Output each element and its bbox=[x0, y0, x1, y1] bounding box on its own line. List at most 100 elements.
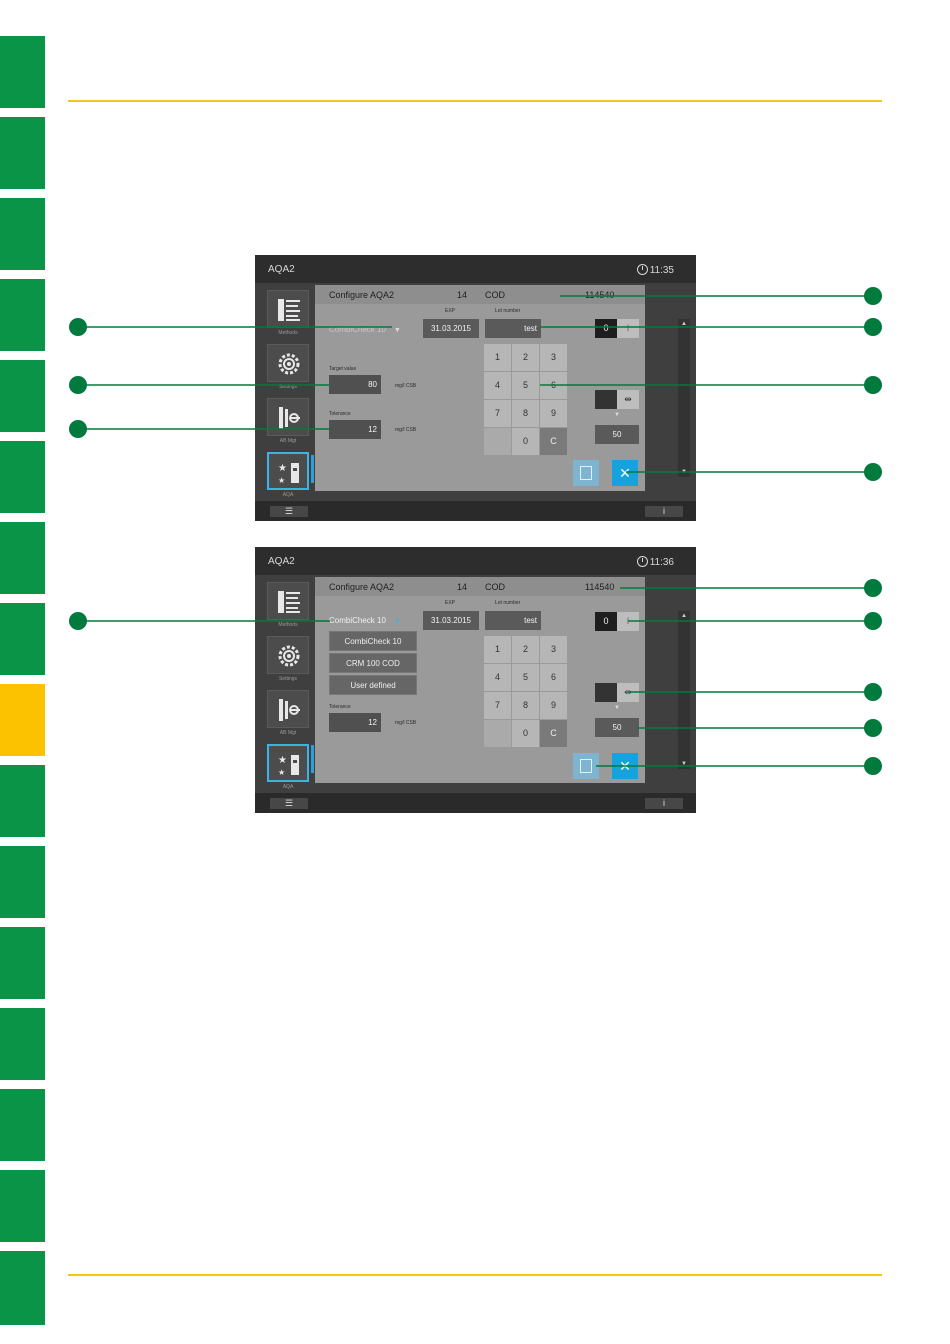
key-4[interactable]: 4 bbox=[484, 664, 511, 691]
close-icon: ✕ bbox=[619, 465, 631, 481]
mode-left[interactable] bbox=[595, 683, 617, 702]
aqa-star-icon: ★★ bbox=[278, 463, 299, 485]
exp-date-field[interactable]: 31.03.2015 bbox=[423, 319, 479, 338]
scroll-up-icon[interactable]: ▲ bbox=[681, 613, 687, 619]
key-1[interactable]: 1 bbox=[484, 636, 511, 663]
toggle-off[interactable]: 0 bbox=[595, 319, 617, 338]
sidebar-item-aqa[interactable]: ★★ bbox=[267, 452, 309, 490]
target-value-field[interactable]: 80 bbox=[329, 375, 381, 394]
key-2[interactable]: 2 bbox=[512, 344, 539, 371]
key-blank bbox=[484, 720, 511, 747]
sidebar-label-settings: Settings bbox=[278, 676, 298, 682]
key-8[interactable]: 8 bbox=[512, 692, 539, 719]
tolerance-field[interactable]: 12 bbox=[329, 713, 381, 732]
menu-button[interactable]: ☰ bbox=[270, 798, 308, 809]
dropdown-option-crm[interactable]: CRM 100 COD bbox=[329, 653, 417, 673]
callout-dot bbox=[864, 287, 882, 305]
key-6[interactable]: 6 bbox=[540, 664, 567, 691]
sidebar-scroll-indicator bbox=[311, 745, 314, 773]
interval-field[interactable]: 50 bbox=[595, 718, 639, 737]
menu-button[interactable]: ☰ bbox=[270, 506, 308, 517]
right-scrollbar[interactable]: ▲ ▼ bbox=[678, 319, 690, 477]
mode-right[interactable]: ⇹ bbox=[617, 390, 639, 409]
cancel-button[interactable]: ✕ bbox=[612, 753, 638, 779]
info-button[interactable]: i bbox=[645, 798, 683, 809]
key-3[interactable]: 3 bbox=[540, 636, 567, 663]
right-scrollbar[interactable]: ▲ ▼ bbox=[678, 611, 690, 769]
key-6[interactable]: 6 bbox=[540, 372, 567, 399]
sidebar-item-ab-management[interactable] bbox=[267, 398, 309, 436]
key-9[interactable]: 9 bbox=[540, 692, 567, 719]
key-clear[interactable]: C bbox=[540, 428, 567, 455]
scroll-up-icon[interactable]: ▲ bbox=[681, 321, 687, 327]
methods-list-icon bbox=[278, 591, 300, 613]
key-0[interactable]: 0 bbox=[512, 428, 539, 455]
sidebar-item-settings[interactable] bbox=[267, 344, 309, 382]
exp-date-field[interactable]: 31.03.2015 bbox=[423, 611, 479, 630]
method-parameter: COD bbox=[485, 582, 505, 592]
key-4[interactable]: 4 bbox=[484, 372, 511, 399]
aqa-star-icon: ★★ bbox=[278, 755, 299, 777]
numeric-keypad: 1 2 3 4 5 6 7 8 9 0 C bbox=[483, 635, 569, 747]
sidebar-scroll-indicator bbox=[311, 455, 314, 483]
key-2[interactable]: 2 bbox=[512, 636, 539, 663]
sidebar-item-settings[interactable] bbox=[267, 636, 309, 674]
toggle-on[interactable]: I bbox=[617, 612, 639, 631]
sidebar-item-aqa[interactable]: ★★ bbox=[267, 744, 309, 782]
tolerance-field[interactable]: 12 bbox=[329, 420, 381, 439]
settings-gear-icon bbox=[278, 645, 300, 667]
save-button[interactable] bbox=[573, 460, 599, 486]
scroll-down-icon[interactable]: ▼ bbox=[681, 469, 687, 475]
key-1[interactable]: 1 bbox=[484, 344, 511, 371]
sidebar: Methods Settings AB Mgt ★★ AQA bbox=[265, 579, 311, 790]
lot-number-field[interactable]: test bbox=[485, 611, 541, 630]
key-5[interactable]: 5 bbox=[512, 664, 539, 691]
key-9[interactable]: 9 bbox=[540, 400, 567, 427]
svg-text:★: ★ bbox=[278, 755, 287, 766]
dropdown-option-combicheck[interactable]: CombiCheck 10 bbox=[329, 631, 417, 651]
callout-dot bbox=[69, 318, 87, 336]
key-7[interactable]: 7 bbox=[484, 692, 511, 719]
mode-left[interactable] bbox=[595, 390, 617, 409]
method-number: 14 bbox=[457, 582, 468, 592]
mode-right[interactable]: ⇹ bbox=[617, 683, 639, 702]
callout-dot bbox=[864, 683, 882, 701]
sidebar-item-methods[interactable] bbox=[267, 582, 309, 620]
standard-select[interactable]: CombiCheck 10▼ bbox=[329, 325, 401, 334]
panel-title: Configure AQA2 bbox=[329, 582, 395, 592]
panel-header: Configure AQA2 14 COD 114540 bbox=[315, 577, 645, 596]
screenshot-configure-aqa2-2: AQA2 11:36 Methods Settings AB Mgt ★★ AQ… bbox=[255, 547, 696, 813]
standard-select[interactable]: CombiCheck 10▼ bbox=[329, 616, 401, 625]
title-bar: AQA2 11:35 bbox=[255, 255, 696, 283]
ab-management-icon bbox=[279, 407, 300, 429]
key-8[interactable]: 8 bbox=[512, 400, 539, 427]
key-5[interactable]: 5 bbox=[512, 372, 539, 399]
panel-title: Configure AQA2 bbox=[329, 290, 395, 300]
callout-dot bbox=[864, 579, 882, 597]
sidebar-item-ab-management[interactable] bbox=[267, 690, 309, 728]
lot-number-field[interactable]: test bbox=[485, 319, 541, 338]
key-0[interactable]: 0 bbox=[512, 720, 539, 747]
standard-dropdown-list: CombiCheck 10 CRM 100 COD User defined bbox=[329, 631, 417, 697]
sidebar-item-methods[interactable] bbox=[267, 290, 309, 328]
info-button[interactable]: i bbox=[645, 506, 683, 517]
toggle-off[interactable]: 0 bbox=[595, 612, 617, 631]
cancel-button[interactable]: ✕ bbox=[612, 460, 638, 486]
interval-field[interactable]: 50 bbox=[595, 425, 639, 444]
key-blank bbox=[484, 428, 511, 455]
toggle-on[interactable]: I bbox=[617, 319, 639, 338]
tolerance-unit: mg/l CSB bbox=[395, 720, 417, 726]
save-button[interactable] bbox=[573, 753, 599, 779]
callout-dot bbox=[864, 463, 882, 481]
dropdown-option-user-defined[interactable]: User defined bbox=[329, 675, 417, 695]
side-tab-6 bbox=[0, 441, 45, 513]
panel-header: Configure AQA2 14 COD 114540 bbox=[315, 285, 645, 304]
key-clear[interactable]: C bbox=[540, 720, 567, 747]
key-3[interactable]: 3 bbox=[540, 344, 567, 371]
key-7[interactable]: 7 bbox=[484, 400, 511, 427]
sidebar-label-ab-management: AB Mgt bbox=[279, 730, 297, 736]
target-unit: mg/l CSB bbox=[395, 383, 417, 389]
side-tab-4 bbox=[0, 279, 45, 351]
header-rule bbox=[68, 100, 882, 102]
scroll-down-icon[interactable]: ▼ bbox=[681, 761, 687, 767]
